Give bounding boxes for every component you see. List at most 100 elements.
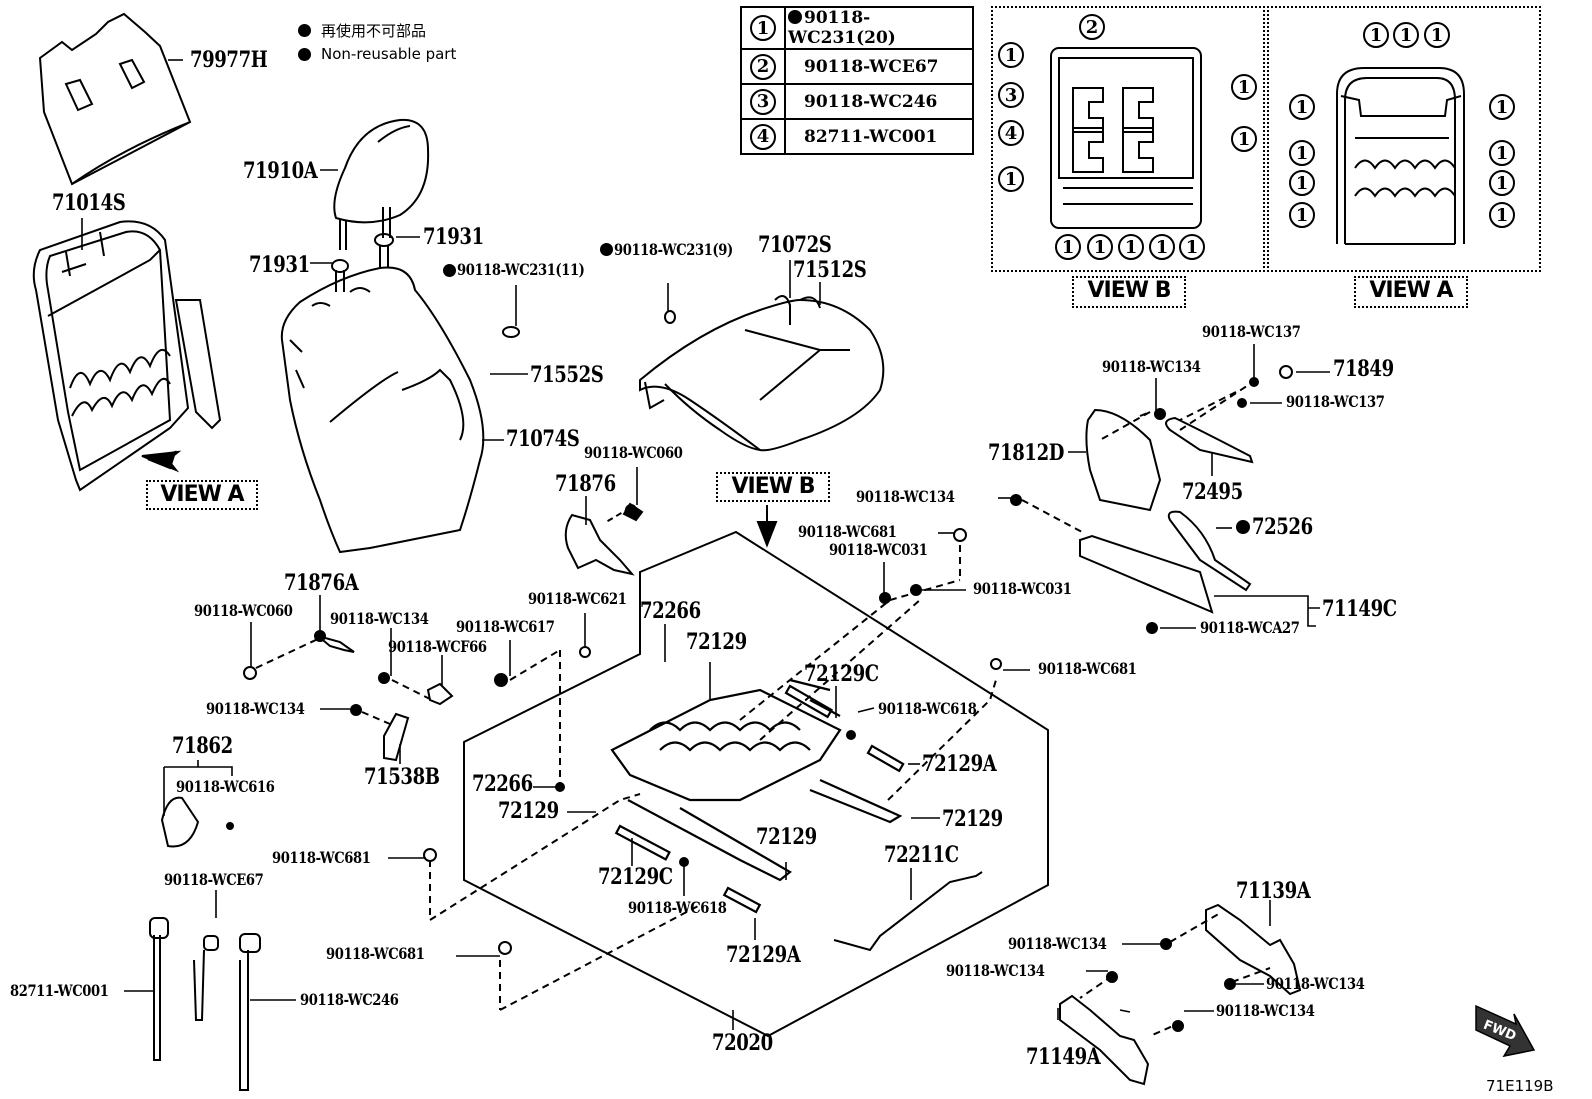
part-label-90118-WC134[interactable]: 90118-WC134 [946, 961, 1045, 980]
part-label-90118-WC681[interactable]: 90118-WC681 [326, 944, 425, 963]
seatback-cover-sheet-drawing [38, 12, 192, 186]
part-label-90118-WC246[interactable]: 90118-WC246 [300, 990, 399, 1009]
callout-number: 1 [1424, 22, 1450, 48]
part-label-72020[interactable]: 72020 [712, 1030, 773, 1056]
part-label-72526[interactable]: 72526 [1252, 514, 1313, 540]
part-label-71512S[interactable]: 71512S [793, 257, 867, 283]
seat-adjuster-drawing [610, 678, 905, 914]
part-label-71552S[interactable]: 71552S [530, 362, 604, 388]
bracket-drawing [317, 635, 355, 653]
part-label-71812D[interactable]: 71812D [988, 440, 1064, 466]
part-label-71876[interactable]: 71876 [555, 471, 616, 497]
hog-ring-clip-drawing [502, 326, 520, 338]
part-label-71910A[interactable]: 71910A [243, 158, 318, 184]
part-label-71072S[interactable]: 71072S [758, 232, 832, 258]
recliner-cover-drawing [1079, 408, 1254, 614]
part-label-90118-WCA27[interactable]: 90118-WCA27 [1200, 618, 1300, 637]
filled-circle-icon [298, 23, 311, 37]
part-label-90118-WC618[interactable]: 90118-WC618 [628, 898, 727, 917]
part-label-72266[interactable]: 72266 [640, 598, 701, 624]
callout-number: 1 [998, 42, 1024, 68]
part-label-90118-WC681[interactable]: 90118-WC681 [272, 848, 371, 867]
filled-circle-icon [298, 47, 311, 61]
part-label-90118-WC134[interactable]: 90118-WC134 [1008, 934, 1107, 953]
part-label-71149C[interactable]: 71149C [1322, 596, 1397, 622]
part-label-72129C[interactable]: 72129C [804, 661, 879, 687]
part-label-72211C[interactable]: 72211C [884, 842, 959, 868]
part-label-90118-WC231-9[interactable]: 90118-WC231(9) [614, 240, 733, 259]
part-label-72129A[interactable]: 72129A [922, 751, 997, 777]
callout-number: 1 [1087, 234, 1113, 260]
part-label-90118-WC134[interactable]: 90118-WC134 [1216, 1001, 1315, 1020]
view-b-inset: 1 2 3 4 1 1 1 1 1 1 1 1 [991, 6, 1265, 272]
callout-number: 1 [1289, 140, 1315, 166]
part-label-71014S[interactable]: 71014S [52, 190, 126, 216]
legend-row-en: Non-reusable part [298, 42, 456, 66]
key-part-number[interactable]: 90118-WC246 [804, 91, 938, 112]
part-label-71931[interactable]: 71931 [423, 224, 484, 250]
part-label-90118-WC031[interactable]: 90118-WC031 [973, 579, 1072, 598]
part-label-71538B[interactable]: 71538B [364, 764, 440, 790]
part-label-71876A[interactable]: 71876A [284, 570, 359, 596]
part-label-72266[interactable]: 72266 [472, 771, 533, 797]
callout-number: 1 [1149, 234, 1175, 260]
view-b-tag: VIEW B [716, 472, 830, 502]
part-label-72129[interactable]: 72129 [942, 806, 1003, 832]
part-label-90118-WC134[interactable]: 90118-WC134 [856, 487, 955, 506]
part-label-90118-WC137[interactable]: 90118-WC137 [1286, 392, 1385, 411]
part-label-90118-WC618[interactable]: 90118-WC618 [878, 699, 977, 718]
part-label-71862[interactable]: 71862 [172, 733, 233, 759]
callout-number: 1 [1289, 170, 1315, 196]
part-label-90118-WC060[interactable]: 90118-WC060 [194, 601, 293, 620]
callout-number: 1 [1363, 22, 1389, 48]
part-label-90118-WC031[interactable]: 90118-WC031 [829, 540, 928, 559]
key-part-number[interactable]: 82711-WC001 [804, 126, 938, 147]
callout-number: 1 [1289, 94, 1315, 120]
seat-cushion-drawing [639, 295, 885, 452]
illustration-code: 71E119B [1486, 1077, 1554, 1095]
non-reusable-icon [1236, 520, 1250, 534]
part-label-90118-WC134[interactable]: 90118-WC134 [206, 699, 305, 718]
part-label-90118-WCE67[interactable]: 90118-WCE67 [164, 870, 264, 889]
view-b-arrow [756, 505, 778, 548]
part-label-90118-WC617[interactable]: 90118-WC617 [456, 617, 555, 636]
lever-cover-drawing [383, 712, 410, 762]
part-label-90118-WCF66[interactable]: 90118-WCF66 [388, 637, 487, 656]
callout-number: 1 [1231, 74, 1257, 100]
seatback-frame-drawing [32, 220, 222, 492]
key-part-number[interactable]: 90118-WCE67 [804, 56, 939, 77]
part-label-90118-WC681[interactable]: 90118-WC681 [1038, 659, 1137, 678]
part-label-90118-WC134[interactable]: 90118-WC134 [1266, 974, 1365, 993]
part-label-90118-WC616[interactable]: 90118-WC616 [176, 777, 275, 796]
part-label-72129[interactable]: 72129 [756, 824, 817, 850]
part-label-72129A[interactable]: 72129A [726, 942, 801, 968]
part-label-71149A[interactable]: 71149A [1026, 1044, 1101, 1070]
callout-number: 3 [998, 82, 1024, 108]
part-label-72129[interactable]: 72129 [498, 798, 559, 824]
part-label-72129[interactable]: 72129 [686, 629, 747, 655]
part-label-72129C[interactable]: 72129C [598, 864, 673, 890]
seat-adjuster-boundary [463, 530, 1049, 1038]
headrest-drawing [333, 118, 430, 250]
part-label-71849[interactable]: 71849 [1333, 356, 1394, 382]
part-label-90118-WC137[interactable]: 90118-WC137 [1202, 322, 1301, 341]
part-label-71139A[interactable]: 71139A [1236, 878, 1311, 904]
part-label-72495[interactable]: 72495 [1182, 479, 1243, 505]
legend: 再使用不可部品 Non-reusable part [298, 18, 456, 66]
part-label-90118-WC231-11[interactable]: 90118-WC231(11) [457, 260, 585, 279]
callout-number: 2 [750, 53, 776, 80]
part-label-90118-WC134[interactable]: 90118-WC134 [1102, 357, 1201, 376]
part-label-90118-WC621[interactable]: 90118-WC621 [528, 589, 627, 608]
part-label-71074S[interactable]: 71074S [506, 426, 580, 452]
headrest-guide-drawing [331, 233, 394, 292]
callout-number: 1 [1055, 234, 1081, 260]
part-label-90118-WC134[interactable]: 90118-WC134 [330, 609, 429, 628]
part-label-90118-WC681[interactable]: 90118-WC681 [798, 522, 897, 541]
callout-number: 1 [1489, 170, 1515, 196]
key-part-number[interactable]: 90118-WC231(20) [788, 8, 896, 48]
part-label-82711-WC001[interactable]: 82711-WC001 [10, 981, 109, 1000]
part-label-79977H[interactable]: 79977H [190, 47, 268, 73]
part-label-71931[interactable]: 71931 [249, 252, 310, 278]
part-label-90118-WC060[interactable]: 90118-WC060 [584, 443, 683, 462]
